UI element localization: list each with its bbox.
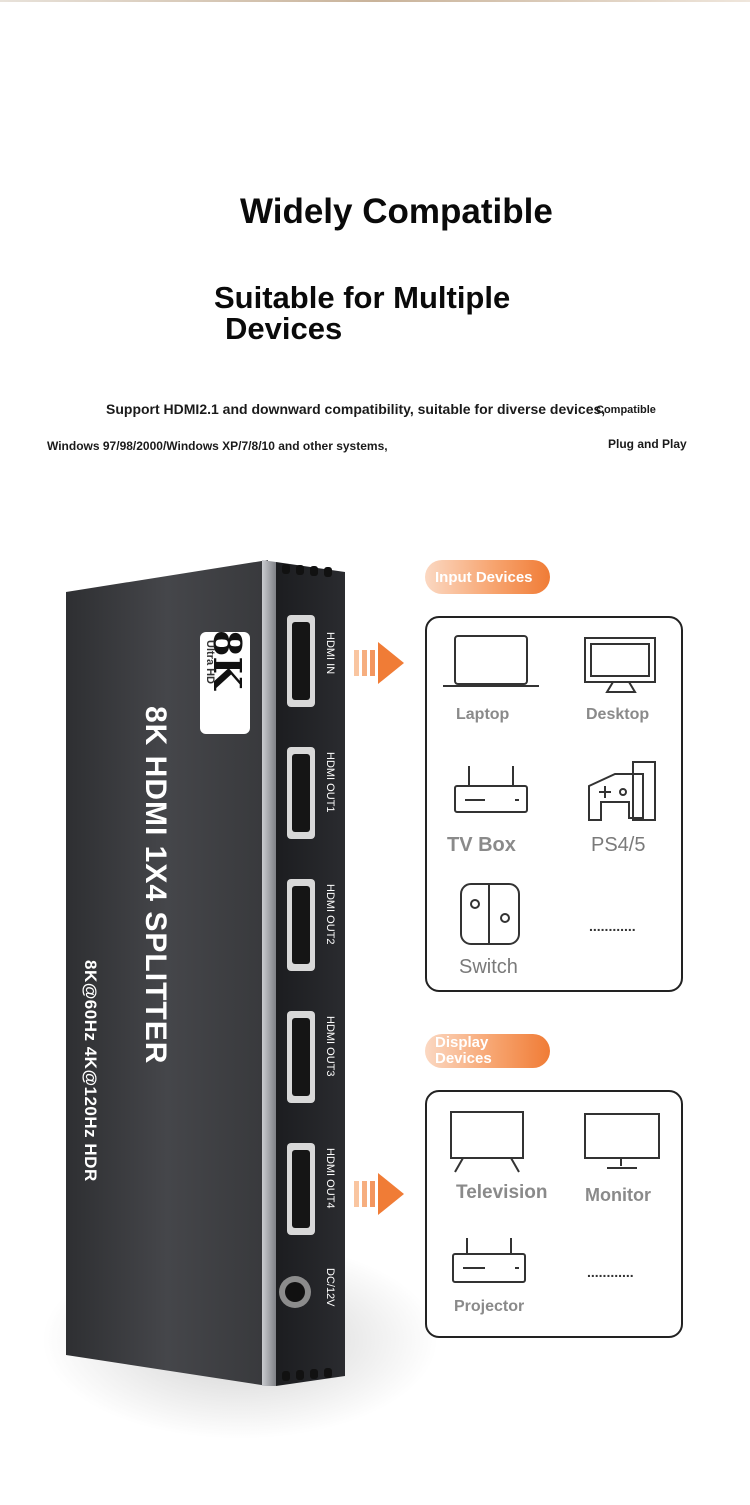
port-label-hdmi-out1: HDMI OUT1 xyxy=(324,752,336,813)
device-label-desktop: Desktop xyxy=(586,706,650,723)
ultra-hd-text: Ultra HD xyxy=(204,640,216,685)
page-title: Widely Compatible xyxy=(240,192,553,231)
device-label-projector: Projector xyxy=(454,1298,525,1315)
subtitle-line-2: Devices xyxy=(225,311,343,346)
display-devices-panel: Television Monitor Projector ...........… xyxy=(425,1090,683,1338)
input-devices-heading-text: Input Devices xyxy=(435,568,533,586)
input-devices-panel: Laptop Desktop TV Box PS4/5 Switch .....… xyxy=(425,616,683,992)
display-heading-line1: Display xyxy=(435,1034,489,1051)
input-devices-heading: Input Devices xyxy=(425,560,550,594)
device-edge xyxy=(262,560,276,1386)
tv-box-icon xyxy=(454,766,528,813)
hdmi-port-icons xyxy=(279,615,315,1308)
display-devices-heading-text: Display Devices xyxy=(435,1035,492,1067)
port-label-hdmi-out3: HDMI OUT3 xyxy=(324,1016,336,1077)
port-label-hdmi-out2: HDMI OUT2 xyxy=(324,884,336,945)
arrow-right-icon xyxy=(354,642,404,684)
device-label-more: ............ xyxy=(589,918,636,934)
8k-badge-bg xyxy=(200,632,250,734)
input-device-icons xyxy=(443,635,656,945)
description-line-1: Support HDMI2.1 and downward compatibili… xyxy=(106,401,606,417)
laptop-icon xyxy=(443,635,539,687)
device-label-television: Television xyxy=(456,1182,548,1203)
desktop-icon xyxy=(584,637,656,693)
display-heading-line2: Devices xyxy=(435,1050,492,1067)
description-line-2: Windows 97/98/2000/Windows XP/7/8/10 and… xyxy=(47,439,388,453)
projector-icon xyxy=(452,1238,526,1283)
port-label-dc: DC/12V xyxy=(324,1268,336,1307)
device-label-laptop: Laptop xyxy=(456,706,510,723)
arrow-right-icon xyxy=(354,1173,404,1215)
television-icon xyxy=(450,1111,524,1173)
subtitle-line-1: Suitable for Multiple xyxy=(214,280,511,315)
device-label-ps: PS4/5 xyxy=(591,834,646,856)
display-device-icons xyxy=(450,1111,660,1283)
port-label-hdmi-out4: HDMI OUT4 xyxy=(324,1148,336,1209)
device-label-tv-box: TV Box xyxy=(447,834,516,856)
compatible-tag: Compatible xyxy=(596,404,656,416)
device-top-face xyxy=(66,560,268,1386)
plug-and-play-text: Plug and Play xyxy=(608,437,687,451)
port-label-hdmi-in: HDMI IN xyxy=(324,632,336,675)
display-devices-heading: Display Devices xyxy=(425,1034,550,1068)
monitor-icon xyxy=(584,1113,660,1169)
switch-console-icon xyxy=(460,883,520,945)
vent-slots xyxy=(282,564,332,1381)
product-spec: 8K@60Hz 4K@120Hz HDR xyxy=(81,960,100,1182)
device-label-more-display: ............ xyxy=(587,1264,634,1280)
device-label-switch: Switch xyxy=(459,956,518,978)
device-label-monitor: Monitor xyxy=(585,1185,651,1205)
top-divider xyxy=(0,0,750,2)
gamepad-icon xyxy=(588,761,656,821)
product-name: 8K HDMI 1X4 SPLITTER xyxy=(139,706,172,1065)
